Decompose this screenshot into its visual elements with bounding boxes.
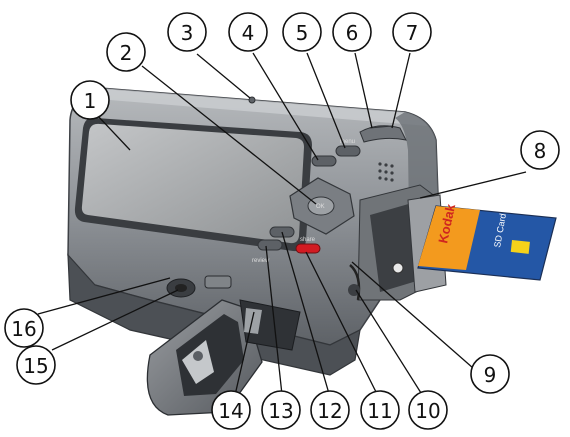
svg-text:6: 6 [346,21,359,45]
svg-text:7: 7 [406,21,419,45]
callout-5: 5 [283,13,321,51]
callout-9: 9 [471,355,509,393]
svg-text:2: 2 [120,41,133,65]
callout-10: 10 [409,391,447,429]
svg-text:4: 4 [242,21,255,45]
callout-13: 13 [262,391,300,429]
callout-12: 12 [311,391,349,429]
svg-text:5: 5 [296,21,309,45]
svg-text:9: 9 [484,363,497,387]
svg-text:3: 3 [181,21,194,45]
svg-text:11: 11 [367,399,392,423]
callout-16: 16 [5,309,43,347]
share-button [296,244,320,253]
callout-14: 14 [212,391,250,429]
svg-text:8: 8 [534,139,547,163]
svg-text:16: 16 [11,317,36,341]
svg-text:13: 13 [268,399,293,423]
svg-text:14: 14 [218,399,243,423]
callout-8: 8 [521,131,559,169]
callout-6: 6 [333,13,371,51]
ok-label: OK [316,204,325,210]
svg-text:15: 15 [23,354,48,378]
sd-card: Kodak SD Card [418,202,556,280]
callout-2: 2 [107,33,145,71]
svg-text:12: 12 [317,399,342,423]
callout-11: 11 [361,391,399,429]
button-label-share: share [300,237,316,243]
svg-text:1: 1 [84,89,97,113]
callout-1: 1 [71,81,109,119]
callout-15: 15 [17,346,55,384]
speaker-grille [378,162,393,181]
callout-4: 4 [229,13,267,51]
callout-7: 7 [393,13,431,51]
callout-3: 3 [168,13,206,51]
svg-text:10: 10 [415,399,440,423]
